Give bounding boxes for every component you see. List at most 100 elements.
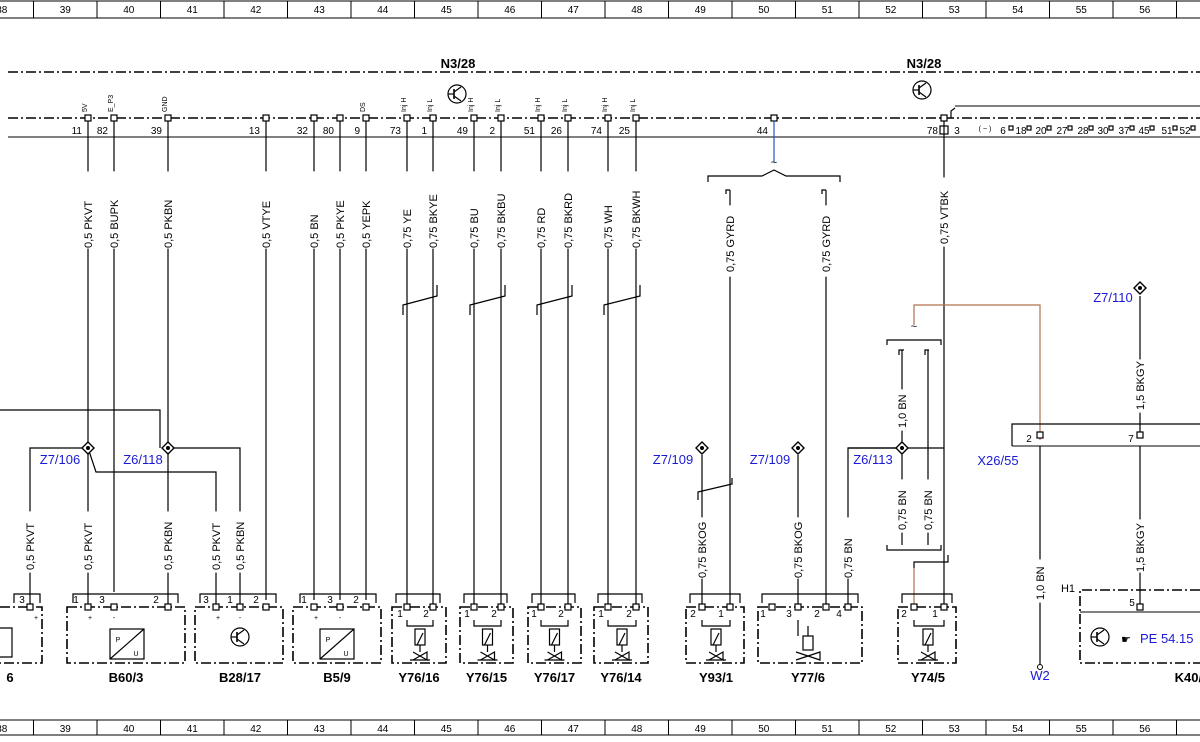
component-connector-top: [299, 593, 377, 603]
splice-diamond-icon-dot: [700, 446, 704, 450]
ruler-cell-label: 55: [1076, 5, 1088, 16]
wire-label: 0,75 YE: [402, 209, 414, 248]
transistor-icon-c: [918, 82, 927, 89]
connector-pin-number: 3: [954, 126, 960, 137]
component-pin-number: 3: [327, 595, 333, 606]
wire-label-bg: [467, 171, 481, 249]
wire-label: 0,75 GYRD: [725, 216, 737, 272]
wire-label: 0,5 PKVT: [211, 523, 223, 570]
pin-polarity: -: [339, 615, 342, 622]
component-pin-number: 2: [690, 609, 696, 620]
column-ruler-bottom: 38394041424344454647484950515253545556: [0, 719, 1200, 736]
wire-label-bg: [895, 389, 909, 431]
connector-pin-signal: Inj H: [401, 98, 408, 112]
splice-diamond-icon-dot: [796, 446, 800, 450]
splice-points: [81, 281, 1147, 455]
wire-label: 0,75 BN: [923, 490, 935, 530]
valve-icon-body: [547, 650, 563, 662]
ruler-cell-label: 38: [0, 5, 8, 16]
wire-label-bg: [1133, 519, 1147, 573]
component-pin-number: 3: [203, 595, 209, 606]
component-label: K40/9: [1175, 670, 1200, 685]
connector-pin: [1046, 125, 1052, 131]
ruler-cell-label: 50: [758, 5, 770, 16]
component-pin: [310, 603, 318, 611]
splice-label: Z6/118: [123, 452, 163, 467]
wire-label: 0,75 VTBK: [939, 190, 951, 244]
pin-polarity: +: [34, 615, 38, 622]
connector-pin: [1136, 431, 1144, 439]
wire-label-bg: [1133, 359, 1147, 413]
twisted-pair-mark: [402, 285, 438, 315]
wire-label: 0,75 BKWH: [631, 190, 643, 248]
connector-pin-number: 39: [151, 126, 163, 137]
pin-polarity: -: [239, 615, 242, 622]
ruler-cell-label: 52: [885, 724, 897, 735]
splice-diamond-icon-dot: [1138, 286, 1142, 290]
component-pin-number: 2: [558, 609, 564, 620]
transistor-icon-c: [236, 629, 245, 636]
connector-pin-number: 25: [619, 126, 631, 137]
wire-label-bg: [400, 171, 414, 249]
connector-housing: [1011, 423, 1200, 446]
wire-label: 0,75 BN: [843, 538, 855, 578]
wire-label-bg: [921, 479, 935, 533]
connector-label: X26/55: [977, 453, 1018, 468]
component-connector-top: [531, 593, 576, 603]
sensor-letter: U: [133, 651, 138, 658]
wire-label: 0,5 PKBN: [163, 200, 175, 248]
connector-pin: [940, 114, 948, 122]
valve-icon: [548, 628, 561, 646]
component-pin-number: 2: [353, 595, 359, 606]
connector-pin: [1067, 125, 1073, 131]
shield-symbol: ( ~ ): [979, 126, 992, 133]
ruler-cell-label: 54: [1012, 724, 1024, 735]
component-pin: [470, 603, 478, 611]
wire-label: 0,75 WH: [603, 205, 615, 248]
wire-label-bg: [426, 171, 440, 249]
wire-label-bg: [161, 511, 175, 573]
component-housing: [1079, 589, 1200, 664]
component-pin-number: 4: [836, 609, 842, 620]
connector-pin-number: 20: [1035, 126, 1047, 137]
valve-icon-body: [795, 651, 821, 661]
ruler-cell-label: 51: [822, 724, 834, 735]
wire-label: 0,75 BN: [897, 490, 909, 530]
transistor-icon-c: [1096, 629, 1105, 636]
connector-pin-number: 26: [551, 126, 563, 137]
component-pin: [212, 603, 220, 611]
component-pin: [564, 603, 572, 611]
ruler-cell-label: 52: [885, 5, 897, 16]
connector-pin-number: 44: [757, 126, 769, 137]
transistor-icon-e: [918, 91, 927, 98]
connector-pin-signal: Inj L: [495, 99, 502, 112]
wire-label: 1,5 BKGY: [1135, 522, 1147, 572]
connector-pin: [1108, 125, 1114, 131]
ruler-cell-label: 40: [123, 724, 135, 735]
ground-point: [1037, 664, 1043, 670]
control-unit-label: N3/28: [907, 56, 942, 71]
component-pin-number: 1: [301, 595, 307, 606]
connector-pin: [1172, 125, 1178, 131]
connector-pin-signal: Inj L: [427, 99, 434, 112]
splice-label: Z7/106: [40, 452, 80, 467]
component-connector-top: [901, 593, 953, 603]
wire-label: 1,0 BN: [1035, 566, 1047, 600]
component-housing: [292, 606, 382, 664]
connector-pin-number: 9: [354, 126, 360, 137]
connector-pin-number: 27: [1056, 126, 1068, 137]
connector-pin-number: 51: [1161, 126, 1173, 137]
connector-pin: [429, 114, 437, 122]
transistor-icon-e: [236, 638, 245, 645]
connector-pin: [564, 114, 572, 122]
component-pin-number: 1: [73, 595, 79, 606]
component-pin: [632, 603, 640, 611]
component-pin-number: 3: [99, 595, 105, 606]
component-label: Y76/14: [600, 670, 642, 685]
wire-label: 0,5 PKVT: [83, 523, 95, 570]
valve-icon: [710, 628, 722, 646]
wire-label: 0,5 PKYE: [335, 200, 347, 248]
connector-pin-number: 2: [1026, 434, 1032, 445]
connector-pin-signal: E_P3: [108, 95, 115, 112]
